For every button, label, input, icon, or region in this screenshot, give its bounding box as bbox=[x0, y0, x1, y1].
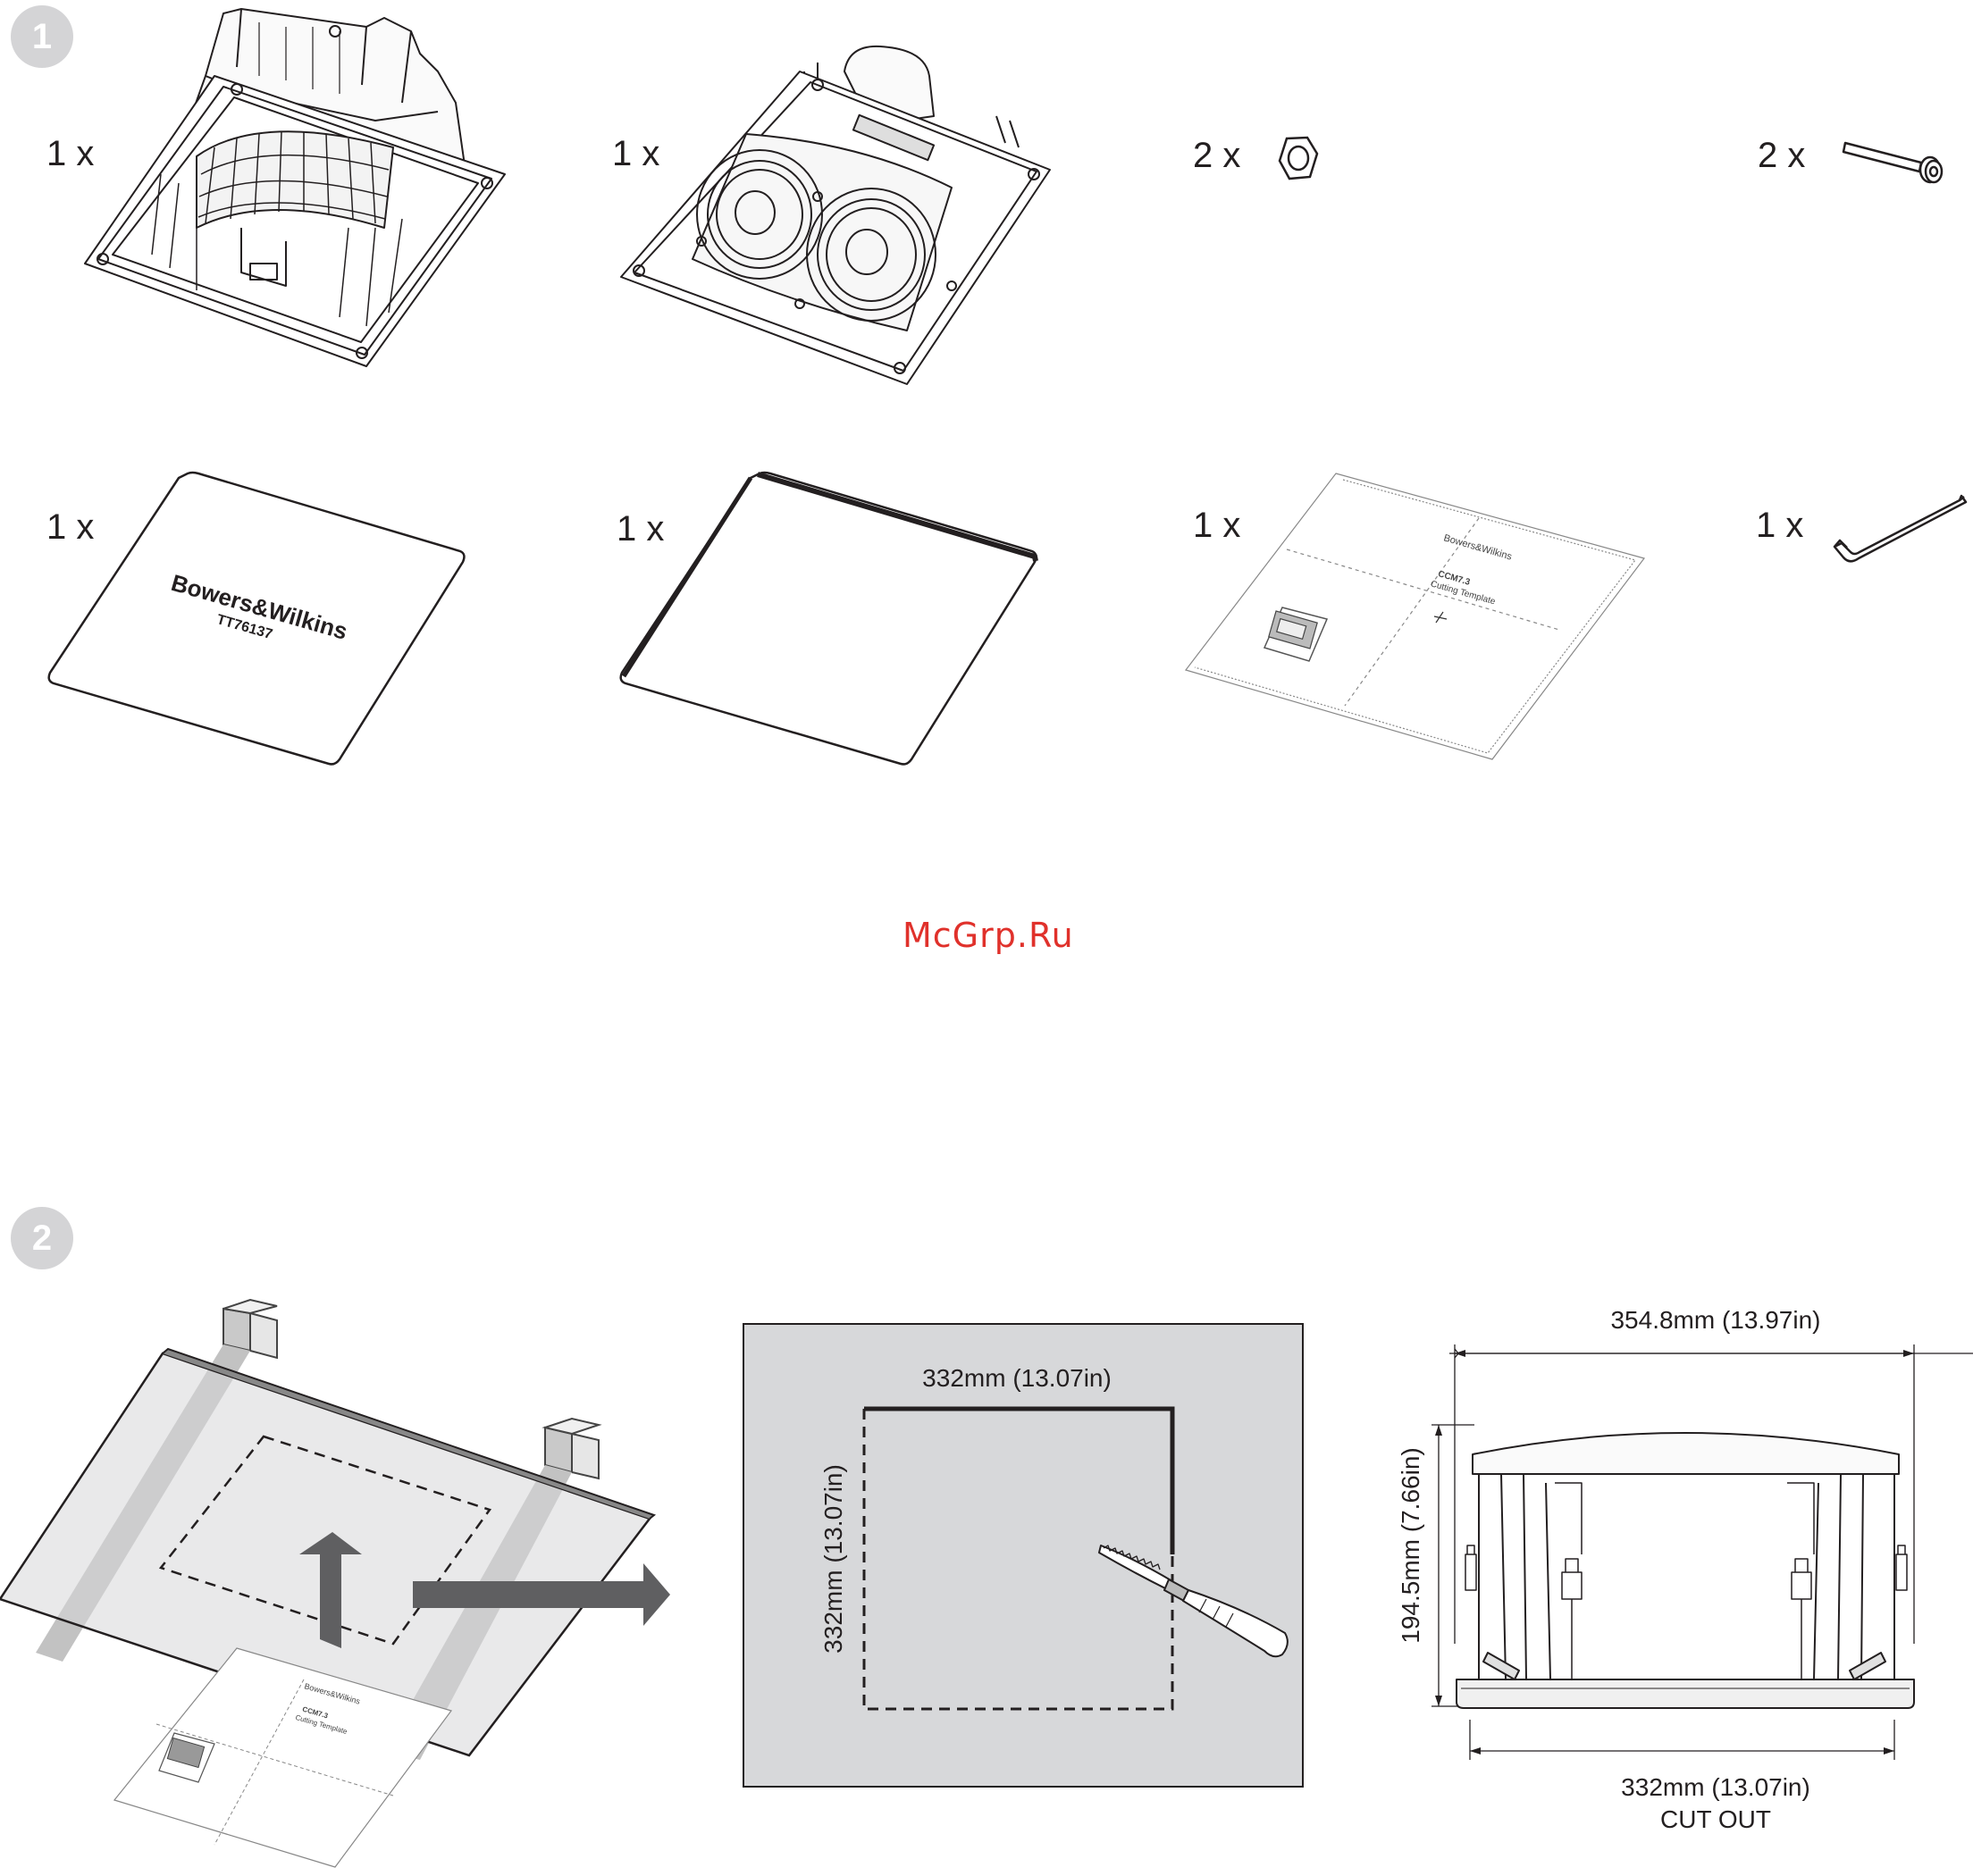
overall-height-label: 194.5mm (7.66in) bbox=[1397, 1447, 1424, 1643]
cutting-panel-illustration: 332mm (13.07in) 332mm (13.07in) bbox=[742, 1322, 1314, 1787]
cut-width-label: 332mm (13.07in) bbox=[922, 1364, 1112, 1392]
ceiling-joist-illustration: Bowers&Wilkins CCM7.3 Cutting Template bbox=[0, 1295, 679, 1867]
qty-hex-key: 1 x bbox=[1756, 506, 1803, 546]
overall-width-label: 354.8mm (13.97in) bbox=[1610, 1306, 1820, 1334]
cutout-label: CUT OUT bbox=[1660, 1805, 1771, 1833]
cutting-template-icon: Bowers&Wilkins CCM7.3 Cutting Template bbox=[1184, 469, 1653, 764]
speaker-baffle-icon bbox=[612, 36, 1059, 393]
speaker-dimension-drawing: 354.8mm (13.97in) 194.5mm (7.66in) 332mm… bbox=[1367, 1295, 1966, 1849]
cutout-width-label: 332mm (13.07in) bbox=[1621, 1773, 1810, 1801]
cut-height-label: 332mm (13.07in) bbox=[819, 1464, 847, 1654]
bolt-icon bbox=[1841, 134, 1948, 188]
nut-icon bbox=[1276, 134, 1321, 183]
paint-mask-icon bbox=[617, 469, 1045, 768]
step-1-badge: 1 bbox=[11, 5, 73, 68]
watermark: McGrp.Ru bbox=[903, 916, 1074, 955]
speaker-back-box-icon bbox=[80, 4, 518, 380]
grille-icon: Bowers&Wilkins TT76137 bbox=[45, 469, 474, 768]
qty-nuts: 2 x bbox=[1193, 136, 1240, 176]
hex-key-icon bbox=[1827, 491, 1970, 572]
qty-bolts: 2 x bbox=[1758, 136, 1805, 176]
step-2-badge: 2 bbox=[11, 1207, 73, 1269]
